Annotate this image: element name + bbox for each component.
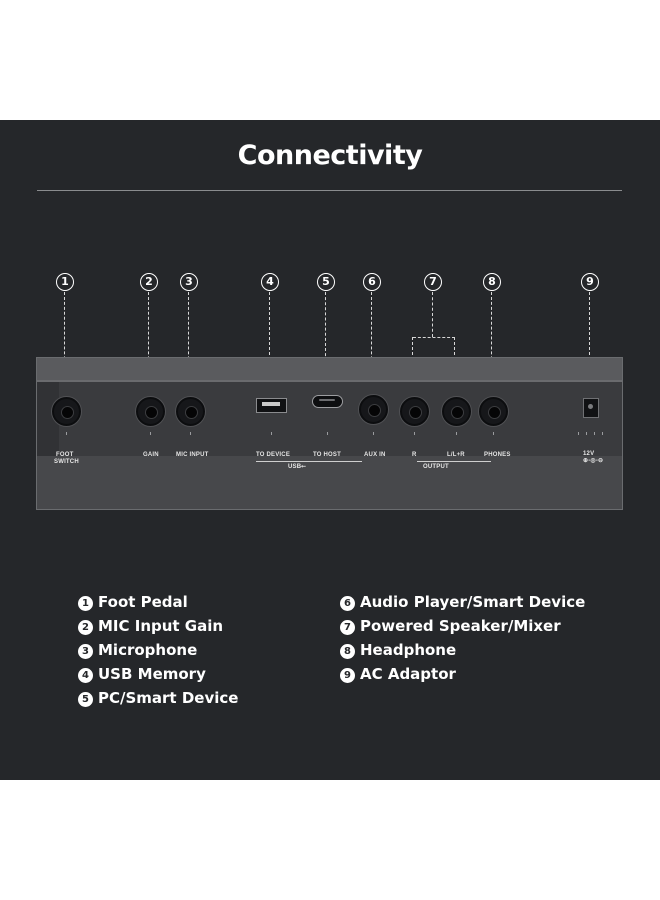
- tick-mark: [190, 432, 191, 435]
- output-r-label: R: [412, 452, 417, 458]
- callout-8: 8: [483, 273, 501, 291]
- callout-4: 4: [261, 273, 279, 291]
- tick-mark: [150, 432, 151, 435]
- leader-line-3: [188, 292, 189, 394]
- tick-mark: [586, 432, 587, 435]
- legend-number: 8: [340, 644, 355, 659]
- legend-number: 2: [78, 620, 93, 635]
- leader-line-1: [64, 292, 65, 394]
- legend-item-1: 1 Foot Pedal: [78, 593, 188, 611]
- aux-in-label: AUX IN: [364, 452, 386, 458]
- usb-group-line: [256, 461, 362, 462]
- gain-knob[interactable]: [136, 397, 165, 426]
- callout-3: 3: [180, 273, 198, 291]
- usb-to-device-port[interactable]: [256, 398, 287, 413]
- legend-label: Powered Speaker/Mixer: [360, 617, 561, 635]
- to-host-label: TO HOST: [313, 452, 341, 458]
- tick-mark: [66, 432, 67, 435]
- phones-label: PHONES: [484, 452, 511, 458]
- panel-side: [37, 382, 59, 456]
- output-r-jack[interactable]: [400, 397, 429, 426]
- tick-mark: [373, 432, 374, 435]
- mic-input-label: MIC INPUT: [176, 452, 209, 458]
- panel-edge: [37, 380, 622, 382]
- legend-item-9: 9 AC Adaptor: [340, 665, 456, 683]
- leader-line-2: [148, 292, 149, 394]
- legend-item-5: 5 PC/Smart Device: [78, 689, 238, 707]
- leader-line-6: [371, 292, 372, 394]
- tick-mark: [594, 432, 595, 435]
- legend-number: 9: [340, 668, 355, 683]
- leader-line-8: [491, 292, 492, 394]
- legend-label: AC Adaptor: [360, 665, 456, 683]
- leader-line-7-bracket: [413, 337, 455, 338]
- tick-mark: [602, 432, 603, 435]
- legend-label: Headphone: [360, 641, 457, 659]
- usb-icon: ⭠: [301, 464, 307, 470]
- callout-2: 2: [140, 273, 158, 291]
- foot-label-1: FOOT: [56, 452, 74, 458]
- legend-label: USB Memory: [98, 665, 206, 683]
- legend-label: MIC Input Gain: [98, 617, 224, 635]
- callout-9: 9: [581, 273, 599, 291]
- callout-6: 6: [363, 273, 381, 291]
- callout-1: 1: [56, 273, 74, 291]
- legend-item-4: 4 USB Memory: [78, 665, 206, 683]
- legend-number: 7: [340, 620, 355, 635]
- output-group-line: [417, 461, 491, 462]
- mic-input-jack[interactable]: [176, 397, 205, 426]
- legend-item-6: 6 Audio Player/Smart Device: [340, 593, 585, 611]
- legend-item-3: 3 Microphone: [78, 641, 197, 659]
- legend-item-8: 8 Headphone: [340, 641, 456, 659]
- legend-label: Audio Player/Smart Device: [360, 593, 586, 611]
- callout-7: 7: [424, 273, 442, 291]
- tick-mark: [327, 432, 328, 435]
- legend-number: 1: [78, 596, 93, 611]
- gain-label: GAIN: [143, 452, 159, 458]
- phones-jack[interactable]: [479, 397, 508, 426]
- tick-mark: [578, 432, 579, 435]
- tick-mark: [271, 432, 272, 435]
- leader-line-7: [432, 292, 433, 337]
- usb-label: USB: [288, 464, 302, 470]
- connectivity-panel: Connectivity 1 2 3 4 5 6 7 8 9: [0, 120, 660, 780]
- output-label: OUTPUT: [423, 464, 449, 470]
- tick-mark: [493, 432, 494, 435]
- page-title: Connectivity: [237, 140, 423, 171]
- leader-line-9: [589, 292, 590, 400]
- legend-number: 3: [78, 644, 93, 659]
- foot-switch-jack[interactable]: [52, 397, 81, 426]
- tick-mark: [456, 432, 457, 435]
- legend-item-2: 2 MIC Input Gain: [78, 617, 223, 635]
- legend-number: 6: [340, 596, 355, 611]
- legend-label: Microphone: [98, 641, 198, 659]
- legend-number: 5: [78, 692, 93, 707]
- panel-top-surface: [37, 358, 622, 380]
- title-divider: [37, 190, 622, 191]
- leader-line-5: [325, 292, 326, 402]
- keyboard-rear-panel: FOOT SWITCH GAIN MIC INPUT TO DEVICE TO …: [36, 357, 623, 510]
- foot-label-2: SWITCH: [54, 459, 79, 465]
- power-label: 12V: [583, 451, 595, 457]
- output-l-jack[interactable]: [442, 397, 471, 426]
- aux-in-jack[interactable]: [359, 395, 388, 424]
- dc-power-jack[interactable]: [583, 398, 599, 418]
- callout-5: 5: [317, 273, 335, 291]
- legend-label: PC/Smart Device: [98, 689, 239, 707]
- leader-line-4: [269, 292, 270, 400]
- legend-item-7: 7 Powered Speaker/Mixer: [340, 617, 561, 635]
- tick-mark: [414, 432, 415, 435]
- usb-to-host-port[interactable]: [312, 395, 343, 408]
- polarity-icon: ⊕-◎-⊖: [583, 458, 604, 464]
- legend-number: 4: [78, 668, 93, 683]
- legend-label: Foot Pedal: [98, 593, 188, 611]
- panel-lower-surface: [37, 456, 622, 509]
- to-device-label: TO DEVICE: [256, 452, 291, 458]
- output-l-label: L/L+R: [447, 452, 465, 458]
